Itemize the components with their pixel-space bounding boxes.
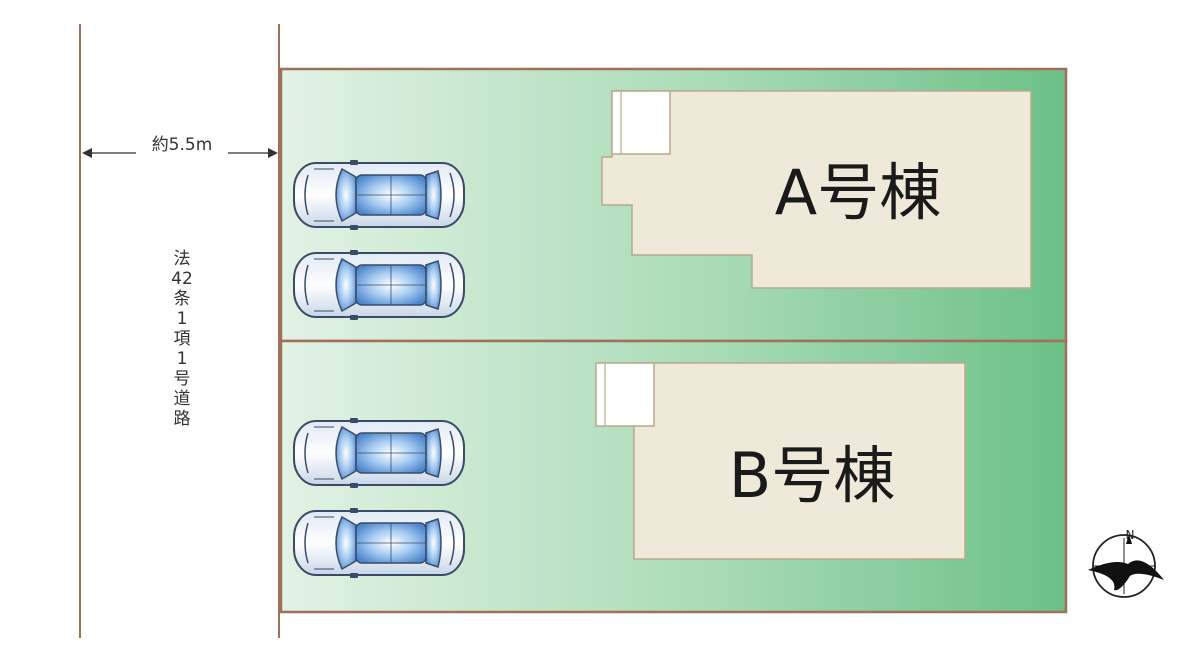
building-a-balcony [611, 90, 671, 155]
car-icon [293, 159, 465, 231]
compass-icon: N [1088, 528, 1164, 598]
car-icon [293, 249, 465, 321]
car-icon [293, 507, 465, 579]
building-b-balcony [595, 362, 655, 427]
road-width-label: 約5.5m [152, 135, 213, 155]
compass-north-letter: N [1126, 528, 1135, 542]
building-a-footprint [601, 90, 1032, 289]
building-b-label: B号棟 [729, 439, 896, 512]
building-a-label: A号棟 [775, 156, 941, 229]
building-b-footprint [633, 362, 966, 560]
car-icon [293, 417, 465, 489]
